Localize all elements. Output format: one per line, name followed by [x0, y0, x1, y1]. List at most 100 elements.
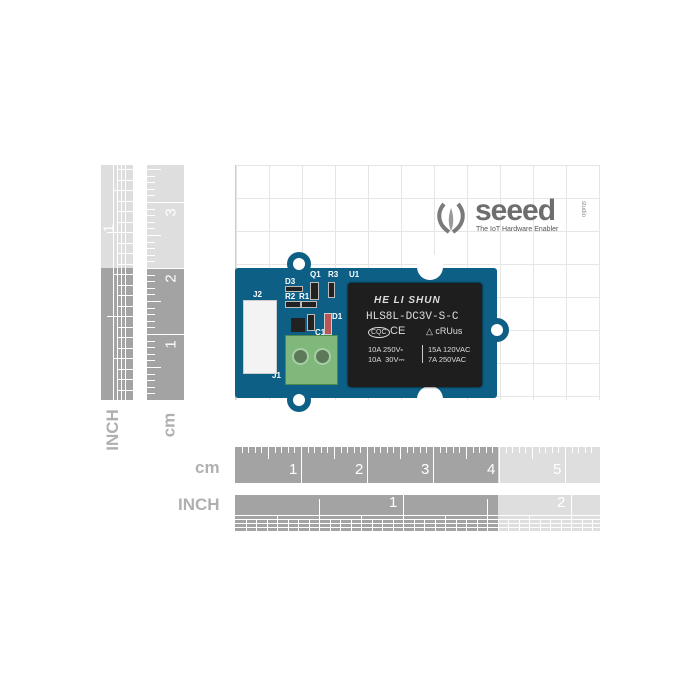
ruler-label: 3 [162, 208, 180, 217]
silk-r1: R1 [299, 292, 310, 301]
screw-terminal [285, 335, 338, 385]
ruler-label: 1 [389, 495, 398, 511]
rating-right-1: 15A 120VAC [428, 345, 471, 354]
ruler-label: 2 [162, 274, 180, 283]
silk-r2: R2 [285, 292, 296, 301]
ruler-tick [400, 447, 401, 459]
ruler-tick [147, 221, 155, 223]
ruler-tick [327, 447, 329, 453]
ruler-tick [107, 316, 133, 317]
silk-u1: U1 [349, 270, 360, 279]
ruler-tick [367, 447, 368, 483]
ruler-tick [571, 447, 573, 453]
v-cm-unit: cm [159, 412, 179, 438]
ruler-tick [479, 447, 481, 453]
seeed-logo: seeed studio The IoT Hardware Enabler [435, 194, 595, 238]
mounting-hole [287, 252, 311, 276]
ruler-tick [334, 447, 335, 459]
cqc-mark: CQC [368, 327, 390, 338]
ruler-tick [117, 389, 133, 391]
ruler-tick [147, 320, 155, 322]
ruler-tick [419, 447, 421, 453]
ruler-tick [117, 295, 133, 296]
relay-model: HLS8L-DC3V-S-C [366, 311, 459, 323]
ruler-label: 1 [101, 224, 118, 233]
ruler-tick [512, 447, 514, 453]
ruler-tick [117, 221, 133, 223]
ruler-tick [371, 519, 373, 531]
ruler-tick [245, 519, 247, 531]
ruler-tick [147, 274, 155, 276]
ruler-tick [298, 519, 299, 531]
ruler-tick [147, 254, 155, 256]
ruler-tick [117, 379, 133, 380]
ruler-line [235, 527, 600, 528]
ruler-tick [147, 215, 155, 217]
ruler-tick [147, 228, 155, 230]
ruler-line [121, 165, 122, 400]
ruler-tick [499, 447, 500, 483]
ruler-tick [581, 519, 583, 531]
ruler-tick [147, 195, 155, 197]
ruler-tick [492, 447, 494, 453]
ruler-tick [445, 515, 446, 531]
ruler-tick [308, 519, 310, 531]
ruler-tick [518, 447, 520, 453]
ruler-tick [472, 447, 474, 453]
ruler-tick [147, 182, 155, 184]
ruler-tick [545, 447, 547, 453]
rating-right-2: 7A 250VAC [428, 355, 467, 364]
ruler-tick [307, 447, 309, 453]
ruler-tick [107, 232, 133, 233]
ruler-label: 2 [557, 495, 566, 511]
ruler-tick [550, 519, 551, 531]
ruler-tick [147, 287, 155, 289]
ruler-tick [403, 495, 404, 531]
ruler-tick [446, 447, 448, 453]
ruler-tick [592, 519, 593, 531]
relay-brand: HE LI SHUN [374, 295, 441, 306]
ruler-tick [147, 241, 155, 243]
mounting-hole [287, 388, 311, 412]
ruler-tick [277, 515, 278, 531]
vertical-cm-ruler: 1 2 3 [147, 165, 184, 400]
ruler-label: 1 [162, 340, 180, 349]
ruler-tick [147, 373, 155, 375]
ruler-tick [117, 263, 133, 265]
silk-c1: C1 [315, 328, 326, 337]
v-inch-unit: INCH [102, 409, 122, 451]
ruler-tick [560, 519, 562, 531]
ruler-label: 1 [289, 461, 298, 478]
rating-left-2: 10A 30V⎓ [368, 355, 405, 364]
seeed-leaf-icon [437, 202, 465, 234]
mounting-hole [485, 318, 509, 342]
ruler-tick [268, 447, 269, 459]
ruler-tick [117, 368, 133, 370]
silk-r3: R3 [328, 270, 339, 279]
silk-d3: D3 [285, 277, 296, 286]
ruler-tick [565, 447, 566, 483]
ruler-line [117, 165, 118, 400]
ruler-tick [424, 519, 425, 531]
rating-left-1: 10A 250V⏓ [368, 345, 404, 354]
ruler-tick [406, 447, 408, 453]
ruler-tick [274, 447, 276, 453]
ruler-tick [558, 447, 560, 453]
ruler-tick [147, 268, 184, 269]
ruler-tick [505, 447, 507, 453]
ruler-tick [426, 447, 428, 453]
ruler-tick [147, 334, 184, 335]
silk-j1: J1 [272, 371, 281, 380]
ruler-tick [147, 307, 155, 309]
ruler-tick [497, 519, 499, 531]
ruler-tick [147, 367, 161, 368]
ruler-tick [466, 447, 467, 459]
ruler-tick [538, 447, 540, 453]
ruler-tick [413, 447, 415, 453]
ruler-tick [386, 447, 388, 453]
ruler-tick [147, 347, 155, 349]
ruler-tick [320, 447, 322, 453]
ruler-tick [382, 519, 383, 531]
ruler-tick [147, 202, 184, 203]
